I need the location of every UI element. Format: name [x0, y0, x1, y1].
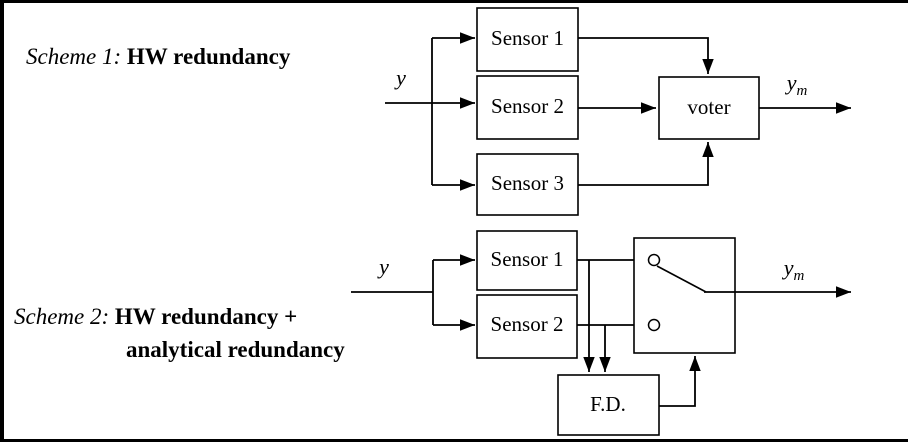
scheme-1-description: HW redundancy — [126, 44, 291, 69]
scheme-2-description-line2: analytical redundancy — [126, 337, 345, 363]
scheme1-voter-rect[interactable] — [658, 76, 760, 140]
scheme-1-name: Scheme 1 — [26, 44, 114, 69]
scheme1-output-label: ym — [785, 70, 808, 99]
scheme2-switch-rect[interactable] — [633, 237, 736, 354]
scheme1-voter-block[interactable]: voter — [658, 76, 760, 140]
scheme-2-description-line1: HW redundancy + — [114, 304, 298, 329]
scheme2-input-wire-group — [351, 254, 476, 331]
block-diagram-svg: y Sensor 1 Sensor 2 Sensor 3 voter ym — [351, 7, 852, 436]
scheme2-output-label: ym — [782, 255, 805, 284]
scheme2-fd-block[interactable]: F.D. — [557, 374, 660, 436]
scheme1-input-wire-group — [385, 32, 476, 191]
scheme1-input-label: y — [394, 65, 406, 90]
scheme2-switch-block[interactable] — [633, 237, 736, 354]
scheme-1-colon: : — [113, 44, 127, 69]
scheme1-sensor1-rect[interactable] — [476, 7, 579, 72]
scheme2-sensor2-block[interactable]: Sensor 2 — [476, 294, 578, 359]
scheme1-sensor3-label: Sensor 3 — [491, 171, 564, 195]
scheme1-sensor1-to-voter-wire — [578, 37, 714, 75]
scheme2-sensor2-rect[interactable] — [476, 294, 578, 359]
scheme1-sensor3-to-voter-wire — [578, 141, 714, 186]
scheme2-switch-terminal-top[interactable] — [647, 253, 661, 267]
scheme1-sensor1-block[interactable]: Sensor 1 — [476, 7, 579, 72]
scheme1-sensor1-label: Sensor 1 — [491, 26, 564, 50]
scheme1-sensor2-label: Sensor 2 — [491, 94, 564, 118]
scheme2-switch-terminal-bottom[interactable] — [647, 318, 661, 332]
scheme2-sensor2-label: Sensor 2 — [491, 312, 564, 336]
scheme-1-label: Scheme 1: HW redundancy — [26, 41, 290, 72]
scheme2-switch-arm[interactable] — [656, 265, 707, 293]
scheme1-voter-label: voter — [687, 95, 730, 119]
scheme2-sensor1-label: Sensor 1 — [491, 247, 564, 271]
scheme-2-colon: : — [101, 304, 115, 329]
scheme1-sensor2-block[interactable]: Sensor 2 — [476, 75, 579, 140]
scheme1-sensor3-rect[interactable] — [476, 153, 579, 216]
scheme2-fd-to-switch-wire — [659, 355, 701, 407]
scheme1-sensor2-rect[interactable] — [476, 75, 579, 140]
scheme-2-label: Scheme 2: HW redundancy + analytical red… — [14, 301, 345, 365]
scheme2-fd-rect[interactable] — [557, 374, 660, 436]
scheme2-fd-label: F.D. — [590, 392, 626, 416]
scheme-2-name: Scheme 2 — [14, 304, 102, 329]
scheme1-sensor3-block[interactable]: Sensor 3 — [476, 153, 579, 216]
scheme2-sensor1-block[interactable]: Sensor 1 — [476, 230, 578, 291]
scheme2-input-label: y — [377, 254, 389, 279]
